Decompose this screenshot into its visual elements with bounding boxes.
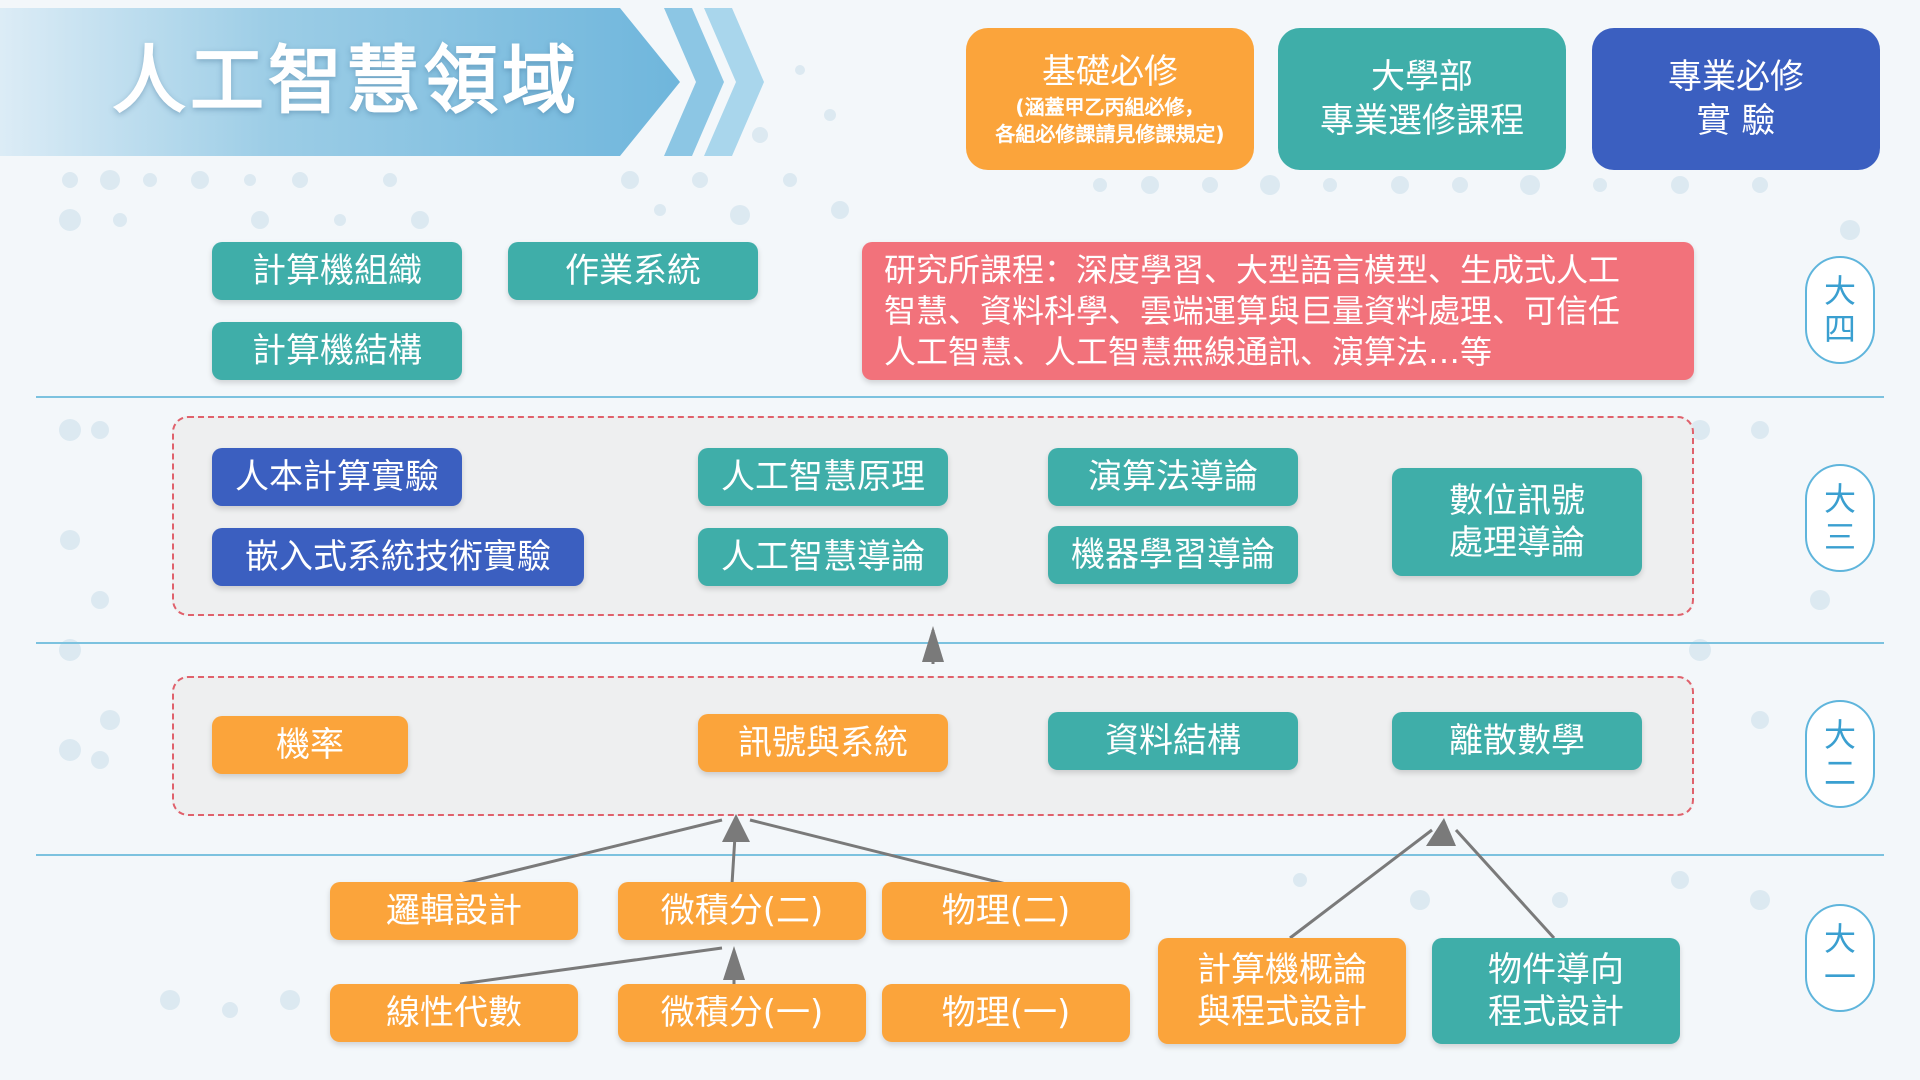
course-operating-systems[interactable]: 作業系統 (508, 242, 758, 300)
course-ai-introduction[interactable]: 人工智慧導論 (698, 528, 948, 586)
year-label-char: 大 (1823, 272, 1856, 310)
course-label: 程式設計 (1488, 992, 1624, 1032)
year-label-sophomore: 大 二 (1805, 700, 1875, 808)
course-label: 物理(二) (941, 891, 1071, 931)
graduate-courses-line: 研究所課程：深度學習、大型語言模型、生成式人工 (884, 251, 1621, 289)
course-label: 機率 (276, 725, 344, 765)
legend-note: (涵蓋甲乙丙組必修， (1015, 95, 1205, 119)
course-probability[interactable]: 機率 (212, 716, 408, 774)
course-label: 機器學習導論 (1071, 535, 1275, 575)
legend-label: 基礎必修 (1042, 52, 1178, 92)
title-banner (0, 8, 680, 156)
arrowhead (1426, 818, 1456, 846)
course-label: 離散數學 (1449, 721, 1585, 761)
arrow-phys2-to-signals (749, 818, 1007, 886)
year-label-freshman: 大 一 (1805, 904, 1875, 1012)
legend-note: 各組必修課請見修課規定) (995, 122, 1225, 146)
course-calculus-2[interactable]: 微積分(二) (618, 882, 866, 940)
course-signals-and-systems[interactable]: 訊號與系統 (698, 714, 948, 772)
course-label: 計算機組織 (252, 251, 422, 291)
arrowhead (922, 626, 944, 662)
course-label: 計算機結構 (252, 331, 422, 371)
course-label: 計算機概論 (1197, 950, 1367, 990)
course-dsp-intro[interactable]: 數位訊號 處理導論 (1392, 468, 1642, 576)
course-intro-cs-programming[interactable]: 計算機概論 與程式設計 (1158, 938, 1406, 1044)
year-label-senior: 大 四 (1805, 256, 1875, 364)
course-label: 微積分(一) (660, 993, 824, 1033)
course-physics-1[interactable]: 物理(一) (882, 984, 1130, 1042)
page-title: 人工智慧領域 (112, 38, 580, 124)
course-label: 數位訊號 (1449, 481, 1585, 521)
course-label: 處理導論 (1449, 523, 1585, 563)
course-label: 人工智慧導論 (721, 537, 925, 577)
legend-elective: 大學部 專業選修課程 (1278, 28, 1566, 170)
year-label-char: 二 (1823, 754, 1856, 792)
course-label: 嵌入式系統技術實驗 (245, 537, 551, 577)
legend-label: 實 驗 (1696, 101, 1776, 141)
course-label: 微積分(二) (660, 891, 824, 931)
course-label: 物理(一) (941, 993, 1071, 1033)
row-separator (36, 854, 1884, 856)
year-label-char: 一 (1823, 958, 1856, 996)
graduate-courses-line: 人工智慧、人工智慧無線通訊、演算法…等 (884, 333, 1493, 371)
arrow-introcs-to-discrete (1289, 828, 1433, 940)
legend-required-basic: 基礎必修 (涵蓋甲乙丙組必修， 各組必修課請見修課規定) (966, 28, 1254, 170)
arrow-logic-to-signals (459, 818, 723, 886)
graduate-courses-text: 研究所課程：深度學習、大型語言模型、生成式人工 智慧、資料科學、雲端運算與巨量資… (884, 250, 1620, 373)
year-label-junior: 大 三 (1805, 464, 1875, 572)
course-data-structures[interactable]: 資料結構 (1048, 712, 1298, 770)
arrowhead (723, 946, 745, 980)
course-computer-architecture[interactable]: 計算機結構 (212, 322, 462, 380)
course-object-oriented-programming[interactable]: 物件導向 程式設計 (1432, 938, 1680, 1044)
course-machine-learning-intro[interactable]: 機器學習導論 (1048, 526, 1298, 584)
legend-label: 大學部 (1371, 57, 1473, 97)
course-logic-design[interactable]: 邏輯設計 (330, 882, 578, 940)
arrow-oop-to-discrete (1454, 828, 1556, 940)
course-label: 物件導向 (1488, 950, 1624, 990)
year-label-char: 大 (1823, 920, 1856, 958)
arrow-linear-to-calc2 (459, 946, 723, 986)
year-label-char: 大 (1823, 716, 1856, 754)
course-label: 資料結構 (1105, 721, 1241, 761)
graduate-courses-line: 智慧、資料科學、雲端運算與巨量資料處理、可信任 (884, 292, 1621, 330)
legend-required-lab: 專業必修 實 驗 (1592, 28, 1880, 170)
course-label: 作業系統 (565, 251, 701, 291)
legend-label: 專業選修課程 (1320, 101, 1524, 141)
course-label: 演算法導論 (1088, 457, 1258, 497)
graduate-courses-box: 研究所課程：深度學習、大型語言模型、生成式人工 智慧、資料科學、雲端運算與巨量資… (862, 242, 1694, 380)
course-calculus-1[interactable]: 微積分(一) (618, 984, 866, 1042)
course-linear-algebra[interactable]: 線性代數 (330, 984, 578, 1042)
course-label: 訊號與系統 (738, 723, 908, 763)
course-label: 人本計算實驗 (235, 457, 439, 497)
course-label: 線性代數 (386, 993, 522, 1033)
course-discrete-math[interactable]: 離散數學 (1392, 712, 1642, 770)
year-label-char: 四 (1823, 310, 1856, 348)
row-separator (36, 396, 1884, 398)
course-human-centered-computing-lab[interactable]: 人本計算實驗 (212, 448, 462, 506)
legend-label: 專業必修 (1668, 57, 1804, 97)
course-ai-principles[interactable]: 人工智慧原理 (698, 448, 948, 506)
course-label: 與程式設計 (1197, 992, 1367, 1032)
course-label: 人工智慧原理 (721, 457, 925, 497)
row-separator (36, 642, 1884, 644)
arrowhead (722, 814, 750, 842)
year-label-char: 三 (1823, 518, 1856, 556)
course-physics-2[interactable]: 物理(二) (882, 882, 1130, 940)
year-label-char: 大 (1823, 480, 1856, 518)
course-embedded-systems-lab[interactable]: 嵌入式系統技術實驗 (212, 528, 584, 586)
course-algorithms-intro[interactable]: 演算法導論 (1048, 448, 1298, 506)
course-label: 邏輯設計 (386, 891, 522, 931)
course-computer-organization[interactable]: 計算機組織 (212, 242, 462, 300)
